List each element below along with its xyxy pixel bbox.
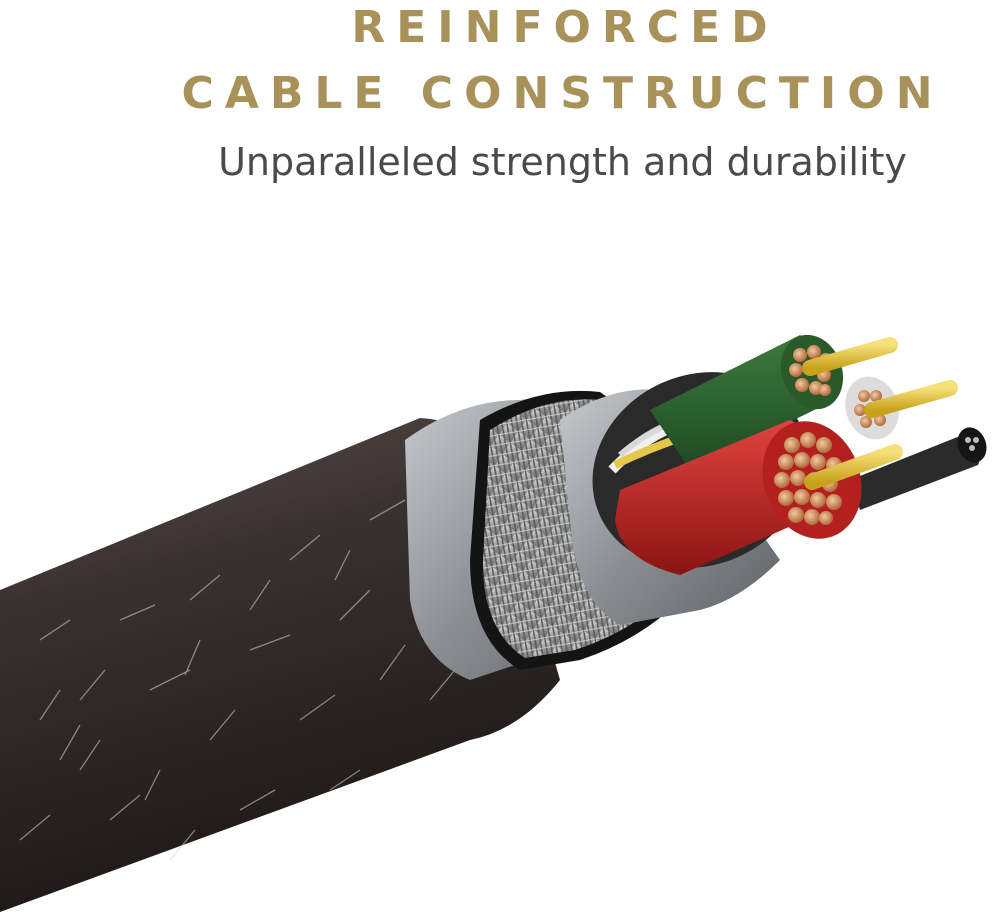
subtitle: Unparalleled strength and durability: [218, 140, 907, 184]
black-wire: [850, 427, 987, 510]
headline-line-1: REINFORCED: [351, 2, 779, 53]
green-wire: [650, 334, 898, 470]
white-wire: [845, 376, 958, 440]
headline-line-2: CABLE CONSTRUCTION: [181, 68, 944, 119]
red-wire: [615, 420, 903, 575]
